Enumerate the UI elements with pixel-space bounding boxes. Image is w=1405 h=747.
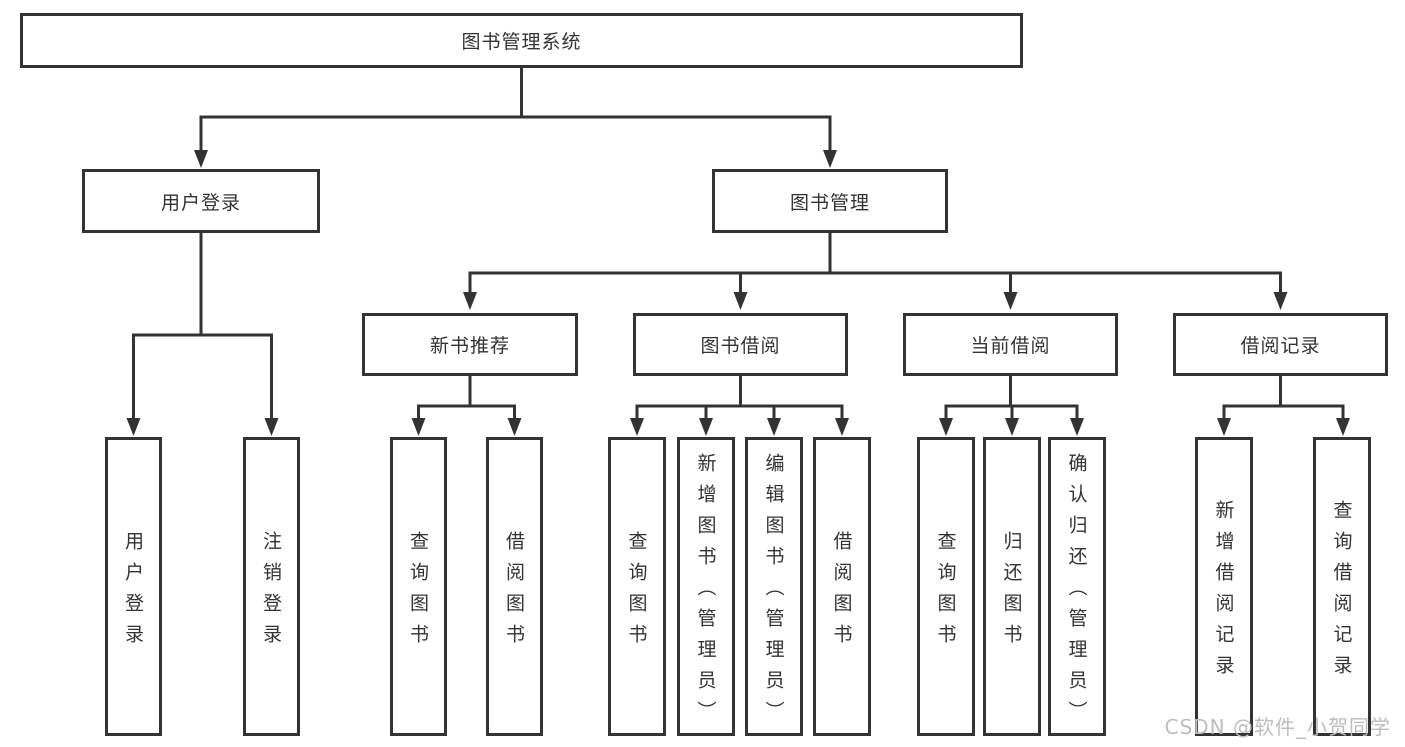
leaf-borrow-books-recommend-label: 借阅图书 bbox=[503, 530, 525, 655]
node-book-borrow-label: 图书借阅 bbox=[700, 335, 781, 357]
leaf-borrow-books-label: 借阅图书 bbox=[830, 530, 853, 655]
leaf-add-borrow-record: 新增借阅记录 bbox=[1195, 437, 1253, 736]
connector-book-borrow-to-children bbox=[630, 374, 849, 436]
node-current-borrow-label: 当前借阅 bbox=[970, 335, 1051, 357]
leaf-edit-book-admin-label: 编辑图书（管理员） bbox=[762, 453, 785, 732]
node-book-management-label: 图书管理 bbox=[789, 191, 870, 214]
leaf-user-login: 用户登录 bbox=[105, 437, 162, 736]
node-user-login: 用户登录 bbox=[82, 169, 320, 233]
leaf-query-books-recommend-label: 查询图书 bbox=[407, 530, 429, 655]
leaf-add-borrow-record-label: 新增借阅记录 bbox=[1212, 499, 1235, 686]
leaf-query-books-borrow: 查询图书 bbox=[608, 437, 666, 736]
node-borrow-records: 借阅记录 bbox=[1173, 313, 1388, 376]
leaf-user-login-label: 用户登录 bbox=[122, 530, 144, 655]
connector-user-login-to-children bbox=[126, 231, 279, 436]
leaf-confirm-return-admin-label: 确认归还（管理员） bbox=[1065, 453, 1088, 732]
connector-borrow-records-to-children bbox=[1217, 374, 1350, 436]
leaf-borrow-books: 借阅图书 bbox=[813, 437, 871, 736]
node-root: 图书管理系统 bbox=[20, 13, 1023, 68]
leaf-confirm-return-admin: 确认归还（管理员） bbox=[1048, 437, 1106, 736]
node-new-book-recommend: 新书推荐 bbox=[362, 313, 578, 376]
connector-current-borrow-to-children bbox=[939, 374, 1084, 436]
leaf-query-books-current: 查询图书 bbox=[917, 437, 975, 736]
leaf-query-borrow-record-label: 查询借阅记录 bbox=[1330, 499, 1353, 686]
node-root-label: 图书管理系统 bbox=[461, 31, 582, 53]
leaf-return-book-label: 归还图书 bbox=[1000, 530, 1023, 655]
leaf-borrow-books-recommend: 借阅图书 bbox=[486, 437, 543, 736]
leaf-query-books-current-label: 查询图书 bbox=[934, 530, 957, 655]
node-user-login-label: 用户登录 bbox=[160, 191, 241, 214]
connector-new-book-recommend-to-children bbox=[411, 374, 522, 436]
leaf-logout-label: 注销登录 bbox=[260, 530, 282, 655]
leaf-query-books-recommend: 查询图书 bbox=[390, 437, 447, 736]
node-new-book-recommend-label: 新书推荐 bbox=[429, 335, 510, 357]
leaf-return-book: 归还图书 bbox=[983, 437, 1041, 736]
node-borrow-records-label: 借阅记录 bbox=[1240, 335, 1321, 357]
leaf-add-book-admin-label: 新增图书（管理员） bbox=[694, 453, 717, 732]
leaf-add-book-admin: 新增图书（管理员） bbox=[677, 437, 735, 736]
node-book-borrow: 图书借阅 bbox=[633, 313, 848, 376]
leaf-logout: 注销登录 bbox=[243, 437, 300, 736]
leaf-query-books-borrow-label: 查询图书 bbox=[625, 530, 648, 655]
connector-root-to-branches bbox=[194, 66, 837, 168]
leaf-query-borrow-record: 查询借阅记录 bbox=[1313, 437, 1371, 736]
leaf-edit-book-admin: 编辑图书（管理员） bbox=[745, 437, 803, 736]
connector-book-management-to-children bbox=[463, 231, 1288, 310]
node-current-borrow: 当前借阅 bbox=[903, 313, 1118, 376]
csdn-watermark: CSDN @软件_小贺同学 bbox=[1164, 715, 1391, 739]
node-book-management: 图书管理 bbox=[712, 169, 948, 233]
